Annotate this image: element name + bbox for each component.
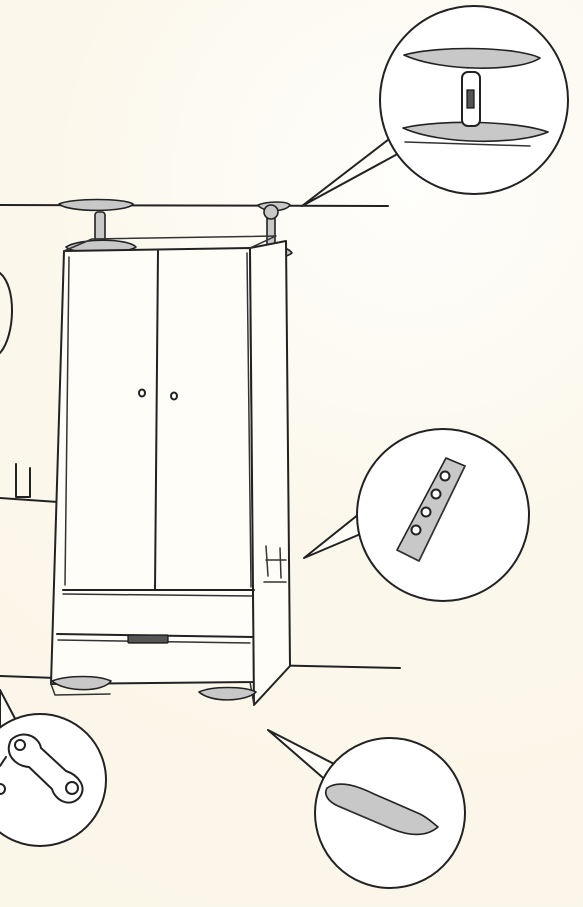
wall-bracket-detail — [304, 429, 529, 601]
ceiling-support-detail — [302, 6, 568, 206]
left-wall-line — [0, 498, 58, 502]
wrench-detail — [0, 690, 106, 846]
floor-bracket-right — [199, 688, 256, 700]
wall-clip — [16, 464, 30, 497]
ceiling-line — [0, 205, 388, 206]
floor-bracket-left — [52, 677, 111, 690]
floor-rail-detail — [268, 730, 465, 888]
partial-detail-bubble — [0, 273, 12, 353]
left-floor-line — [0, 676, 56, 678]
ceiling-support-left — [59, 200, 136, 253]
wardrobe-unit — [51, 236, 290, 705]
